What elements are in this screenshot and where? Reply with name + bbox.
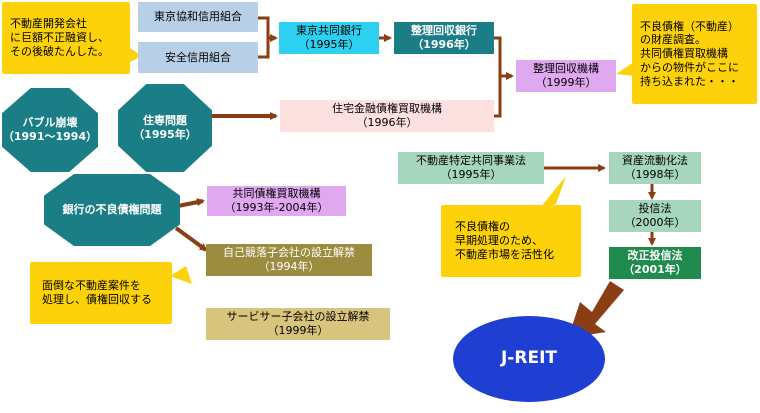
note-line: 不良債権の xyxy=(455,220,510,234)
box-seiri-kikou: 整理回収機構 （1999年） xyxy=(516,60,616,92)
note-line: 面倒な不動産案件を xyxy=(42,279,141,293)
note-line: 不動産市場を活性化 xyxy=(455,247,554,261)
box-jusen-kikou: 住宅金融債権買取機構 （1996年） xyxy=(280,100,494,132)
note-line: 不動産開発会社 xyxy=(10,17,87,31)
arrow-to-jiko-kyoraku xyxy=(174,226,208,252)
note-tail-developer xyxy=(130,48,142,62)
note-tail-bad-debt xyxy=(616,62,634,76)
octagon-label: 銀行の不良債権問題 xyxy=(62,203,162,217)
note-line: に巨額不正融資し、 xyxy=(10,31,109,45)
box-year: （1995年） xyxy=(440,168,502,181)
ellipse-jreit: J-REIT xyxy=(453,316,605,402)
box-year: （1995年） xyxy=(298,38,360,51)
big-arrow-to-jreit xyxy=(568,281,624,338)
octagon-label: 住専問題 xyxy=(143,114,187,128)
box-label: 整理回収機構 xyxy=(533,62,599,76)
note-line: からの物件がここに xyxy=(640,60,739,74)
box-fudosan-tokutei: 不動産特定共同事業法 （1995年） xyxy=(398,152,544,184)
note-tail-early xyxy=(540,176,566,208)
box-label: サービサー子会社の設立解禁 xyxy=(226,310,370,324)
box-year: （1993年-2004年） xyxy=(224,201,329,214)
note-line: その後破たんした。 xyxy=(10,44,109,58)
note-line: 共同債権買取機構 xyxy=(640,47,728,61)
box-year: （1994年） xyxy=(258,260,320,273)
box-label: 安全信用組合 xyxy=(165,50,231,64)
octagon-label: バブル崩壊 xyxy=(22,116,78,130)
box-year: （2001年） xyxy=(623,263,687,276)
box-label: 東京共同銀行 xyxy=(296,24,362,38)
arrow-to-kyodo-saiken xyxy=(177,198,205,208)
box-jiko-kyoraku: 自己競落子会社の設立解禁 （1994年） xyxy=(206,244,372,276)
box-label: 不動産特定共同事業法 xyxy=(416,154,526,168)
box-label: 改正投信法 xyxy=(627,249,683,263)
note-troublesome: 面倒な不動産案件を 処理し、債権回収する xyxy=(30,262,172,324)
octagon-jusen: 住専問題 （1995年） xyxy=(118,84,212,172)
octagon-bank-bad-debt: 銀行の不良債権問題 xyxy=(44,174,180,246)
box-year: （1999年） xyxy=(267,324,329,337)
note-line: 持ち込まれた・・・ xyxy=(640,74,739,88)
box-tokyo-kyowa: 東京協和信用組合 xyxy=(138,2,258,32)
box-kyodo-saiken: 共同債権買取機構 （1993年-2004年） xyxy=(207,186,346,216)
box-year: （1996年） xyxy=(412,38,476,51)
note-line: 処理し、債権回収する xyxy=(42,293,152,306)
box-label: 東京協和信用組合 xyxy=(154,10,242,24)
box-kaisei-toshin: 改正投信法 （2001年） xyxy=(609,247,701,279)
note-tail-troublesome xyxy=(170,266,192,284)
note-line: 早期処理のため、 xyxy=(455,234,543,248)
box-label: 整理回収銀行 xyxy=(411,24,477,38)
note-line: の財産調査。 xyxy=(640,33,706,47)
octagon-bubble: バブル崩壊 （1991～1994） xyxy=(2,88,98,172)
jreit-label: J-REIT xyxy=(500,348,557,369)
note-early-disposal: 不良債権の 早期処理のため、 不動産市場を活性化 xyxy=(441,205,581,277)
octagon-year: （1995年） xyxy=(133,128,197,141)
box-year: （1996年） xyxy=(356,116,418,129)
note-developer-bank: 不動産開発会社 に巨額不正融資し、 その後破たんした。 xyxy=(2,2,130,74)
box-year: （1998年） xyxy=(624,168,686,181)
box-shisan-ryudo: 資産流動化法 （1998年） xyxy=(609,152,701,184)
note-line: 不良債権（不動産） xyxy=(640,19,739,33)
box-toshin: 投信法 （2000年） xyxy=(609,200,701,232)
box-tokyo-kyodo: 東京共同銀行 （1995年） xyxy=(279,22,379,54)
box-anzen: 安全信用組合 xyxy=(138,42,258,73)
octagon-year: （1991～1994） xyxy=(2,130,98,143)
box-label: 住宅金融債権買取機構 xyxy=(332,102,442,116)
box-seiri-bank: 整理回収銀行 （1996年） xyxy=(394,22,494,54)
box-year: （2000年） xyxy=(624,216,686,229)
box-servicer: サービサー子会社の設立解禁 （1999年） xyxy=(206,308,390,340)
note-bad-debt: 不良債権（不動産） の財産調査。 共同債権買取機構 からの物件がここに 持ち込ま… xyxy=(632,4,757,104)
box-label: 共同債権買取機構 xyxy=(232,187,321,201)
box-label: 自己競落子会社の設立解禁 xyxy=(223,246,355,260)
box-year: （1999年） xyxy=(535,76,597,89)
box-label: 投信法 xyxy=(638,202,672,216)
box-label: 資産流動化法 xyxy=(622,154,688,168)
